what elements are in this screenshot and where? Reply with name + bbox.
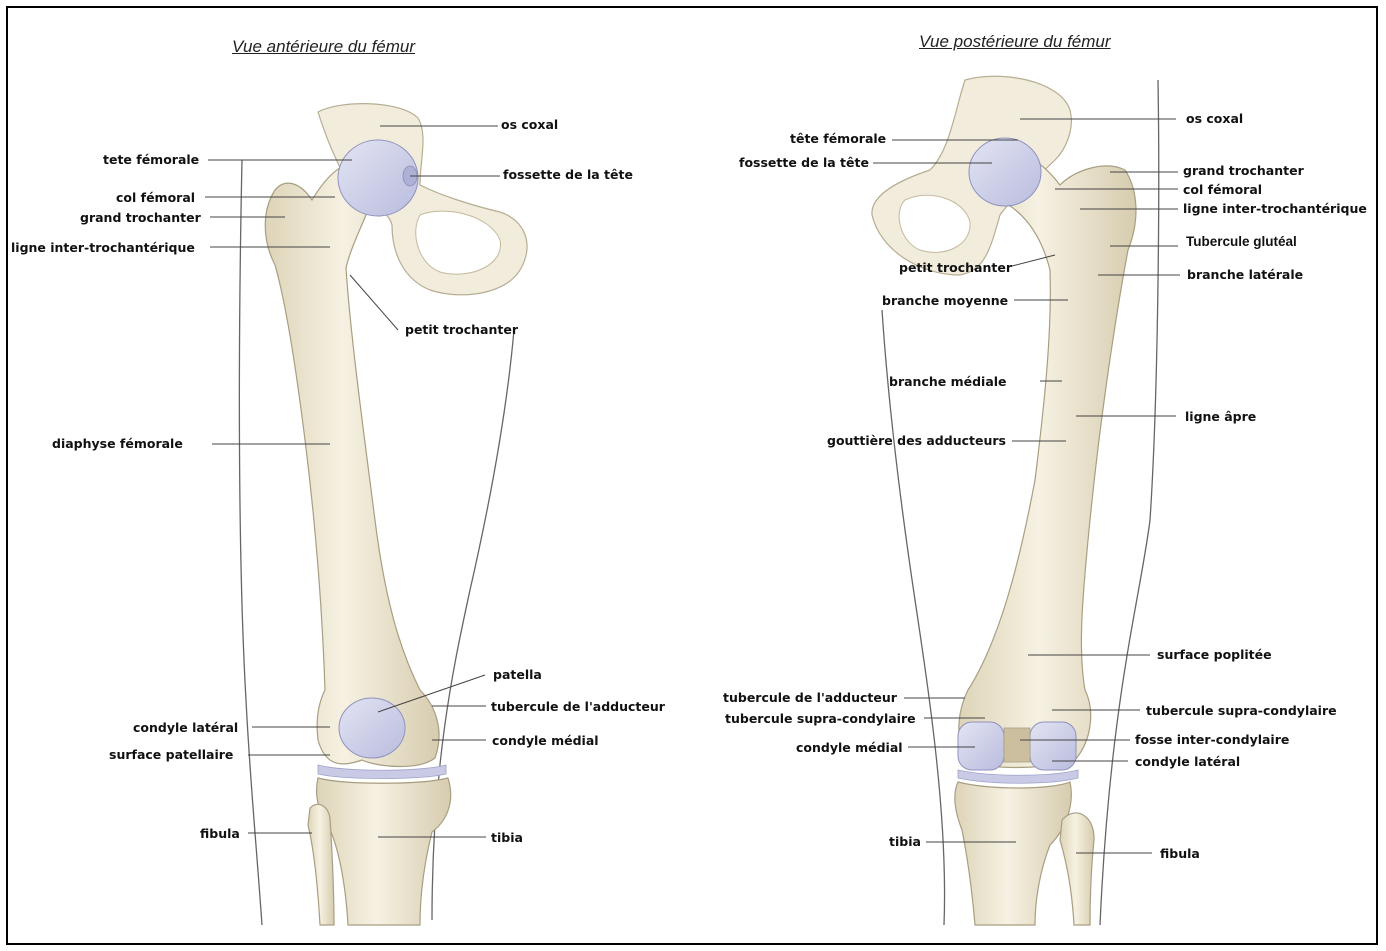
thigh-outline-left bbox=[239, 160, 262, 925]
label-diaphyse-femorale: diaphyse fémorale bbox=[52, 436, 183, 451]
label-tete-femorale: tete fémorale bbox=[103, 152, 199, 167]
tibial-cartilage-post bbox=[958, 770, 1078, 783]
fibula-shape bbox=[308, 804, 334, 925]
label-branche-mediale: branche médiale bbox=[889, 374, 1007, 389]
label-ligne-inter-trochanterique-post: ligne inter-trochantérique bbox=[1183, 201, 1367, 216]
fibula-shape-post bbox=[1060, 813, 1094, 925]
label-surface-poplitee: surface poplitée bbox=[1157, 647, 1272, 662]
femoral-head-cartilage-post bbox=[969, 138, 1041, 206]
label-tubercule-adducteur-post: tubercule de l'adducteur bbox=[723, 690, 897, 705]
label-tete-femorale-post: tête fémorale bbox=[790, 131, 886, 146]
label-branche-laterale: branche latérale bbox=[1187, 267, 1303, 282]
label-os-coxal-post: os coxal bbox=[1186, 111, 1243, 126]
tibial-cartilage bbox=[318, 765, 446, 779]
label-os-coxal: os coxal bbox=[501, 117, 558, 132]
label-col-femoral: col fémoral bbox=[116, 190, 195, 205]
label-tibia: tibia bbox=[491, 830, 523, 845]
label-fibula: fibula bbox=[200, 826, 240, 841]
posterior-view-title: Vue postérieure du fémur bbox=[919, 32, 1111, 52]
label-col-femoral-post: col fémoral bbox=[1183, 182, 1262, 197]
anterior-view-title: Vue antérieure du fémur bbox=[232, 37, 415, 57]
label-ligne-apre: ligne âpre bbox=[1185, 409, 1256, 424]
thigh-outline-left-post bbox=[882, 310, 945, 925]
label-tubercule-supra-condylaire-left: tubercule supra-condylaire bbox=[725, 711, 916, 726]
label-tubercule-supra-condylaire-right: tubercule supra-condylaire bbox=[1146, 703, 1337, 718]
label-condyle-lateral: condyle latéral bbox=[133, 720, 238, 735]
label-fossette-tete-post: fossette de la tête bbox=[739, 155, 869, 170]
label-gouttiere-adducteurs: gouttière des adducteurs bbox=[827, 433, 1006, 448]
label-fosse-inter-condylaire: fosse inter-condylaire bbox=[1135, 732, 1289, 747]
label-condyle-medial-post: condyle médial bbox=[796, 740, 903, 755]
label-patella: patella bbox=[493, 667, 542, 682]
lateral-condyle-cartilage bbox=[1030, 722, 1076, 770]
label-fibula-post: fibula bbox=[1160, 846, 1200, 861]
intercondylar-fossa bbox=[1004, 728, 1030, 762]
label-petit-trochanter: petit trochanter bbox=[405, 322, 518, 337]
label-ligne-inter-trochanterique: ligne inter-trochantérique bbox=[11, 240, 195, 255]
tibia-shape-post bbox=[955, 782, 1072, 925]
label-branche-moyenne: branche moyenne bbox=[882, 293, 1008, 308]
label-tubercule-gluteal: Tubercule glutéal bbox=[1186, 234, 1297, 249]
label-petit-trochanter-post: petit trochanter bbox=[899, 260, 1012, 275]
label-tibia-post: tibia bbox=[889, 834, 921, 849]
label-fossette-tete: fossette de la tête bbox=[503, 167, 633, 182]
label-grand-trochanter-post: grand trochanter bbox=[1183, 163, 1304, 178]
patella-shape bbox=[339, 698, 405, 758]
anterior-view-drawing bbox=[205, 104, 527, 925]
label-grand-trochanter: grand trochanter bbox=[80, 210, 201, 225]
posterior-view-drawing bbox=[872, 76, 1180, 925]
medial-condyle-cartilage bbox=[958, 722, 1004, 770]
label-condyle-medial: condyle médial bbox=[492, 733, 599, 748]
tibia-shape bbox=[316, 778, 450, 925]
label-surface-patellaire: surface patellaire bbox=[109, 747, 233, 762]
label-condyle-lateral-post: condyle latéral bbox=[1135, 754, 1240, 769]
label-tubercule-adducteur: tubercule de l'adducteur bbox=[491, 699, 665, 714]
